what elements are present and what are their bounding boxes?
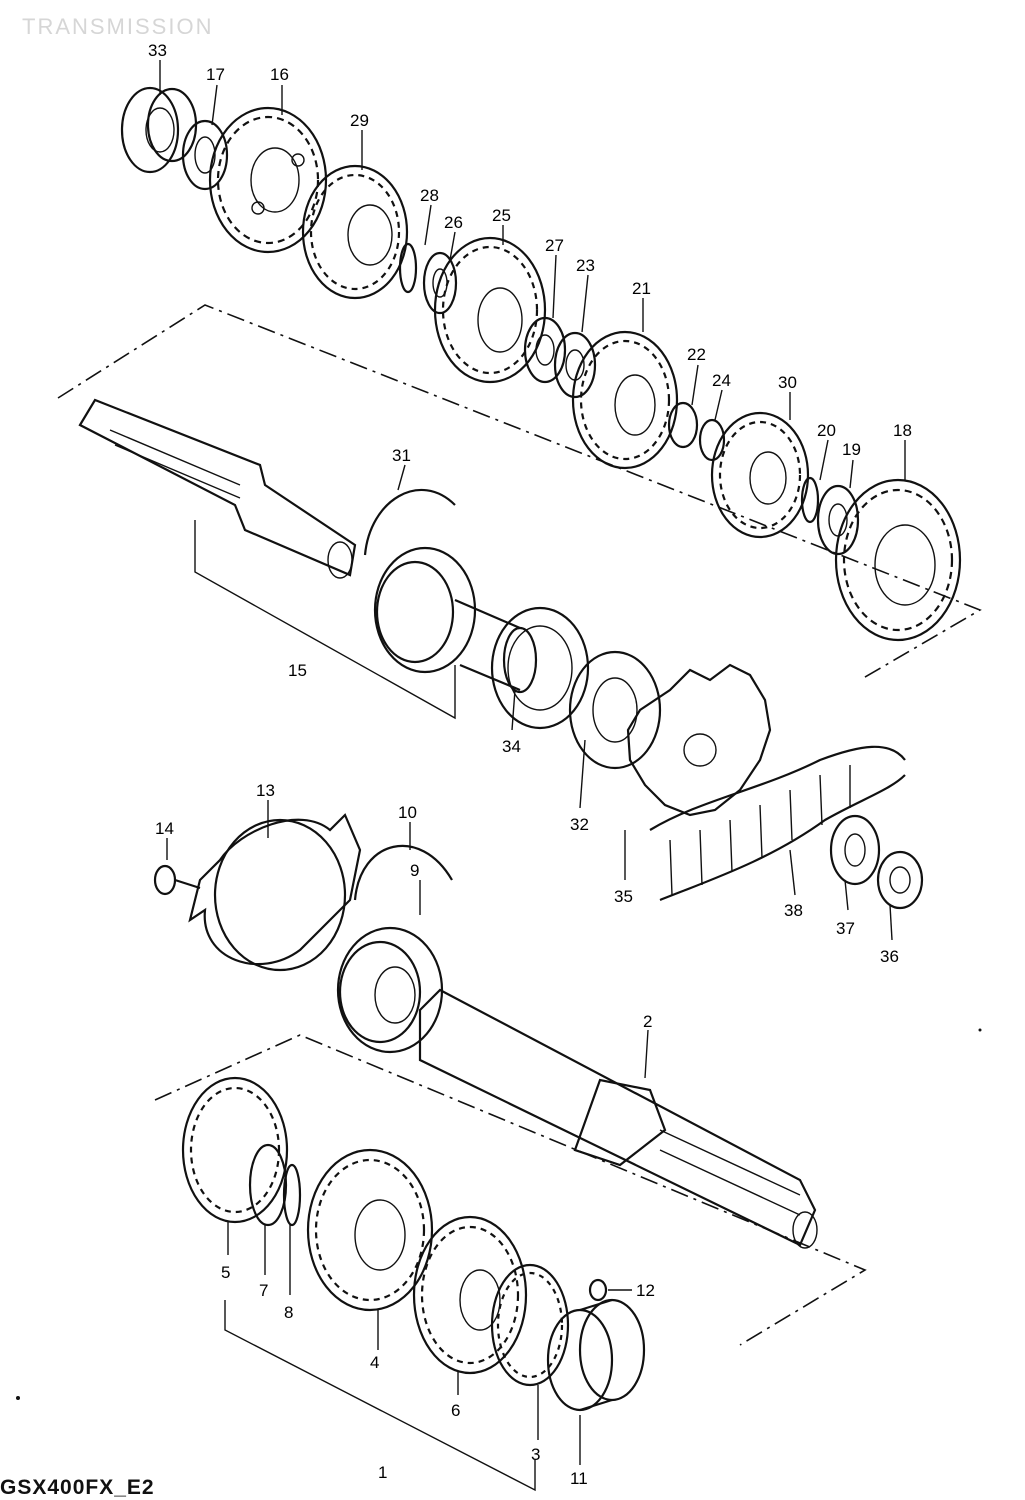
callout-35: 35 (614, 887, 633, 906)
pin-12 (588, 1278, 608, 1302)
diagram-title: TRANSMISSION (22, 14, 214, 39)
callout-27: 27 (545, 236, 564, 255)
callout-24: 24 (712, 371, 731, 390)
callout-25: 25 (492, 206, 511, 225)
callout-28: 28 (420, 186, 439, 205)
washer-7 (248, 1143, 288, 1227)
circlip-31 (363, 488, 456, 556)
gear-4 (306, 1148, 434, 1312)
drive-chain-38 (649, 745, 906, 902)
circlip-20 (800, 476, 820, 524)
bushing-22 (667, 401, 699, 449)
callout-29: 29 (350, 111, 369, 130)
bearing-retainer-13 (188, 813, 362, 972)
circlip-8 (282, 1163, 302, 1227)
callout-6: 6 (451, 1401, 460, 1420)
circlip-28 (398, 242, 418, 294)
bolt-14 (153, 864, 201, 896)
callout-33: 33 (148, 41, 167, 60)
callout-37: 37 (836, 919, 855, 938)
circlip-10 (353, 844, 453, 901)
lockwasher-27 (523, 316, 567, 384)
callout-13: 13 (256, 781, 275, 800)
nut-36 (876, 850, 924, 910)
callout-31: 31 (392, 446, 411, 465)
countershaft-15 (78, 398, 357, 579)
bearing-9 (336, 926, 444, 1054)
speck-dot (16, 1396, 20, 1400)
callout-30: 30 (778, 373, 797, 392)
callout-18: 18 (893, 421, 912, 440)
gear-16 (208, 106, 328, 254)
callout-9: 9 (410, 861, 419, 880)
bearing-33 (120, 86, 198, 174)
gear-3 (490, 1263, 570, 1387)
washer-17 (181, 119, 229, 191)
callout-36: 36 (880, 947, 899, 966)
countershaft-group-frame (57, 304, 982, 681)
leader-lines (159, 60, 906, 1465)
callout-14: 14 (155, 819, 174, 838)
callout-4: 4 (370, 1353, 379, 1372)
callout-32: 32 (570, 815, 589, 834)
gear-29 (301, 164, 409, 300)
callout-23: 23 (576, 256, 595, 275)
speck-dot (978, 1028, 982, 1032)
callout-26: 26 (444, 213, 463, 232)
washer-24 (698, 418, 726, 462)
callout-3: 3 (531, 1445, 540, 1464)
callout-labels: 1 2 3 4 5 6 7 8 9 10 11 12 13 14 15 16 1… (148, 41, 912, 1488)
callout-17: 17 (206, 65, 225, 84)
bracket-15 (194, 520, 456, 720)
callout-34: 34 (502, 737, 521, 756)
gear-18 (834, 478, 962, 642)
washer-37 (829, 814, 881, 886)
bracket-1 (224, 1300, 536, 1492)
gear-5 (181, 1076, 289, 1224)
spacer-32 (568, 650, 662, 770)
callout-38: 38 (784, 901, 803, 920)
callout-12: 12 (636, 1281, 655, 1300)
callout-10: 10 (398, 803, 417, 822)
oil-seal-34 (490, 606, 590, 730)
bearing-11 (546, 1298, 646, 1412)
model-code-label: GSX400FX_E2 (0, 1476, 155, 1499)
callout-15: 15 (288, 661, 307, 680)
callout-7: 7 (259, 1281, 268, 1300)
callout-21: 21 (632, 279, 651, 298)
callout-22: 22 (687, 345, 706, 364)
callout-1: 1 (378, 1463, 387, 1482)
callout-19: 19 (842, 440, 861, 459)
driveshaft-2 (418, 988, 818, 1249)
gear-25 (433, 236, 547, 384)
gear-6 (412, 1215, 528, 1375)
callout-20: 20 (817, 421, 836, 440)
sprocket-35 (626, 663, 772, 817)
callout-8: 8 (284, 1303, 293, 1322)
washer-26 (422, 251, 458, 315)
gear-30 (710, 411, 810, 539)
callout-16: 16 (270, 65, 289, 84)
callout-5: 5 (221, 1263, 230, 1282)
gear-21 (571, 330, 679, 470)
callout-11: 11 (570, 1469, 588, 1488)
callout-2: 2 (643, 1012, 652, 1031)
